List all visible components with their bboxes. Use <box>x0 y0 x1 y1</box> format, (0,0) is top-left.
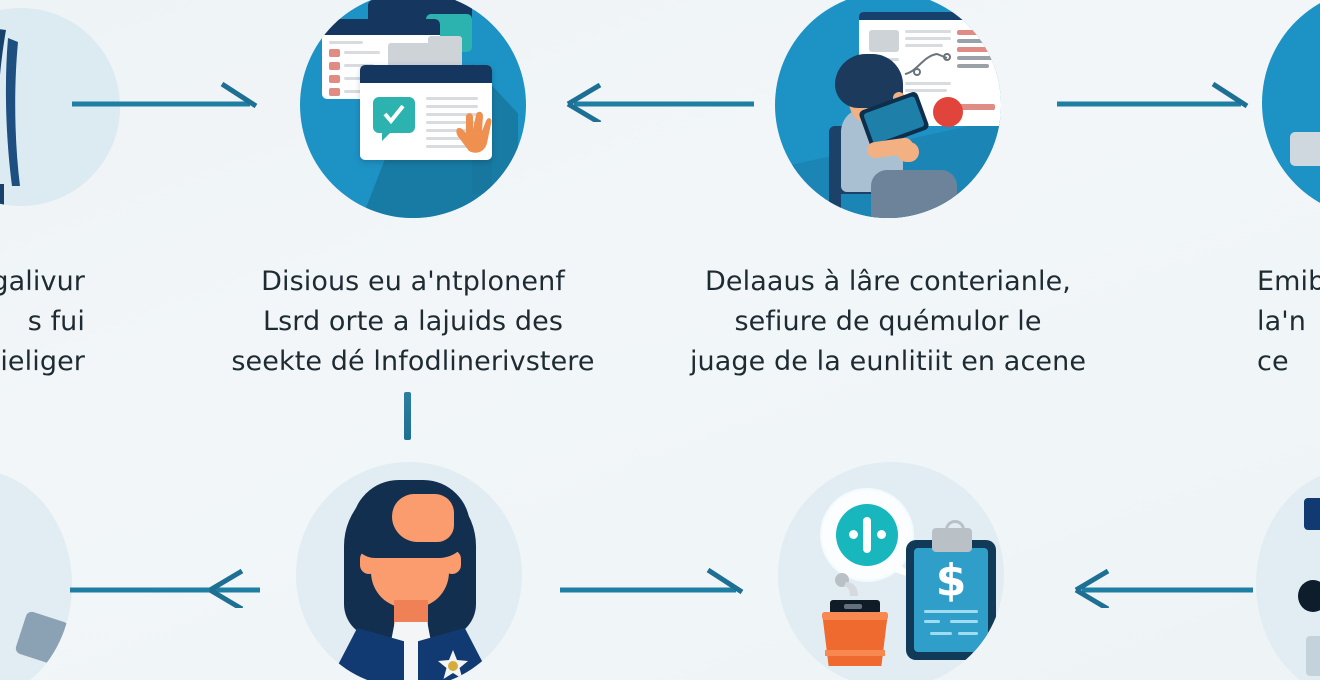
caption-3: Delaaus à lâre conterianle, sefiure de q… <box>689 266 1087 377</box>
clipboard-invoice-icon: $ <box>778 462 1004 680</box>
node-bot-3[interactable]: $ <box>778 462 1004 680</box>
partial-icon <box>1256 468 1320 680</box>
pen-nib-icon <box>0 29 20 206</box>
arrow-top-2 <box>560 82 756 122</box>
node-top-1[interactable] <box>0 8 120 206</box>
arrow-top-1 <box>70 82 265 122</box>
caption-4: Emib la'n ce <box>1257 266 1320 377</box>
hand-cursor-icon <box>456 111 492 153</box>
partial-icon <box>14 610 70 666</box>
star-badge-icon <box>438 650 468 679</box>
browser-windows-icon <box>300 0 526 218</box>
node-top-2[interactable] <box>300 0 526 218</box>
caption-1: galivur s fui ieliger <box>0 266 85 377</box>
check-icon <box>383 104 405 125</box>
person-at-desk-icon <box>775 0 1001 218</box>
node-bot-2[interactable] <box>296 462 522 680</box>
vline-1 <box>404 392 411 440</box>
node-bot-1[interactable] <box>0 470 72 680</box>
businesswoman-icon <box>296 462 522 680</box>
chart-squiggle-icon <box>904 52 951 76</box>
partial-icon <box>1290 132 1320 166</box>
dollar-sign-icon: $ <box>935 555 967 606</box>
caption-2: Disious eu a'ntplonenf Lsrd orte a lajui… <box>231 266 595 377</box>
node-top-4[interactable] <box>1262 0 1320 218</box>
audio-wave-icon <box>836 504 898 566</box>
arrow-bot-1 <box>68 568 268 608</box>
arrow-top-3 <box>1055 82 1255 122</box>
node-bot-4[interactable] <box>1256 468 1320 680</box>
node-top-3[interactable] <box>775 0 1001 218</box>
arrow-bot-3 <box>1040 568 1255 608</box>
microphone-icon <box>835 573 858 596</box>
arrow-bot-2 <box>558 568 758 608</box>
